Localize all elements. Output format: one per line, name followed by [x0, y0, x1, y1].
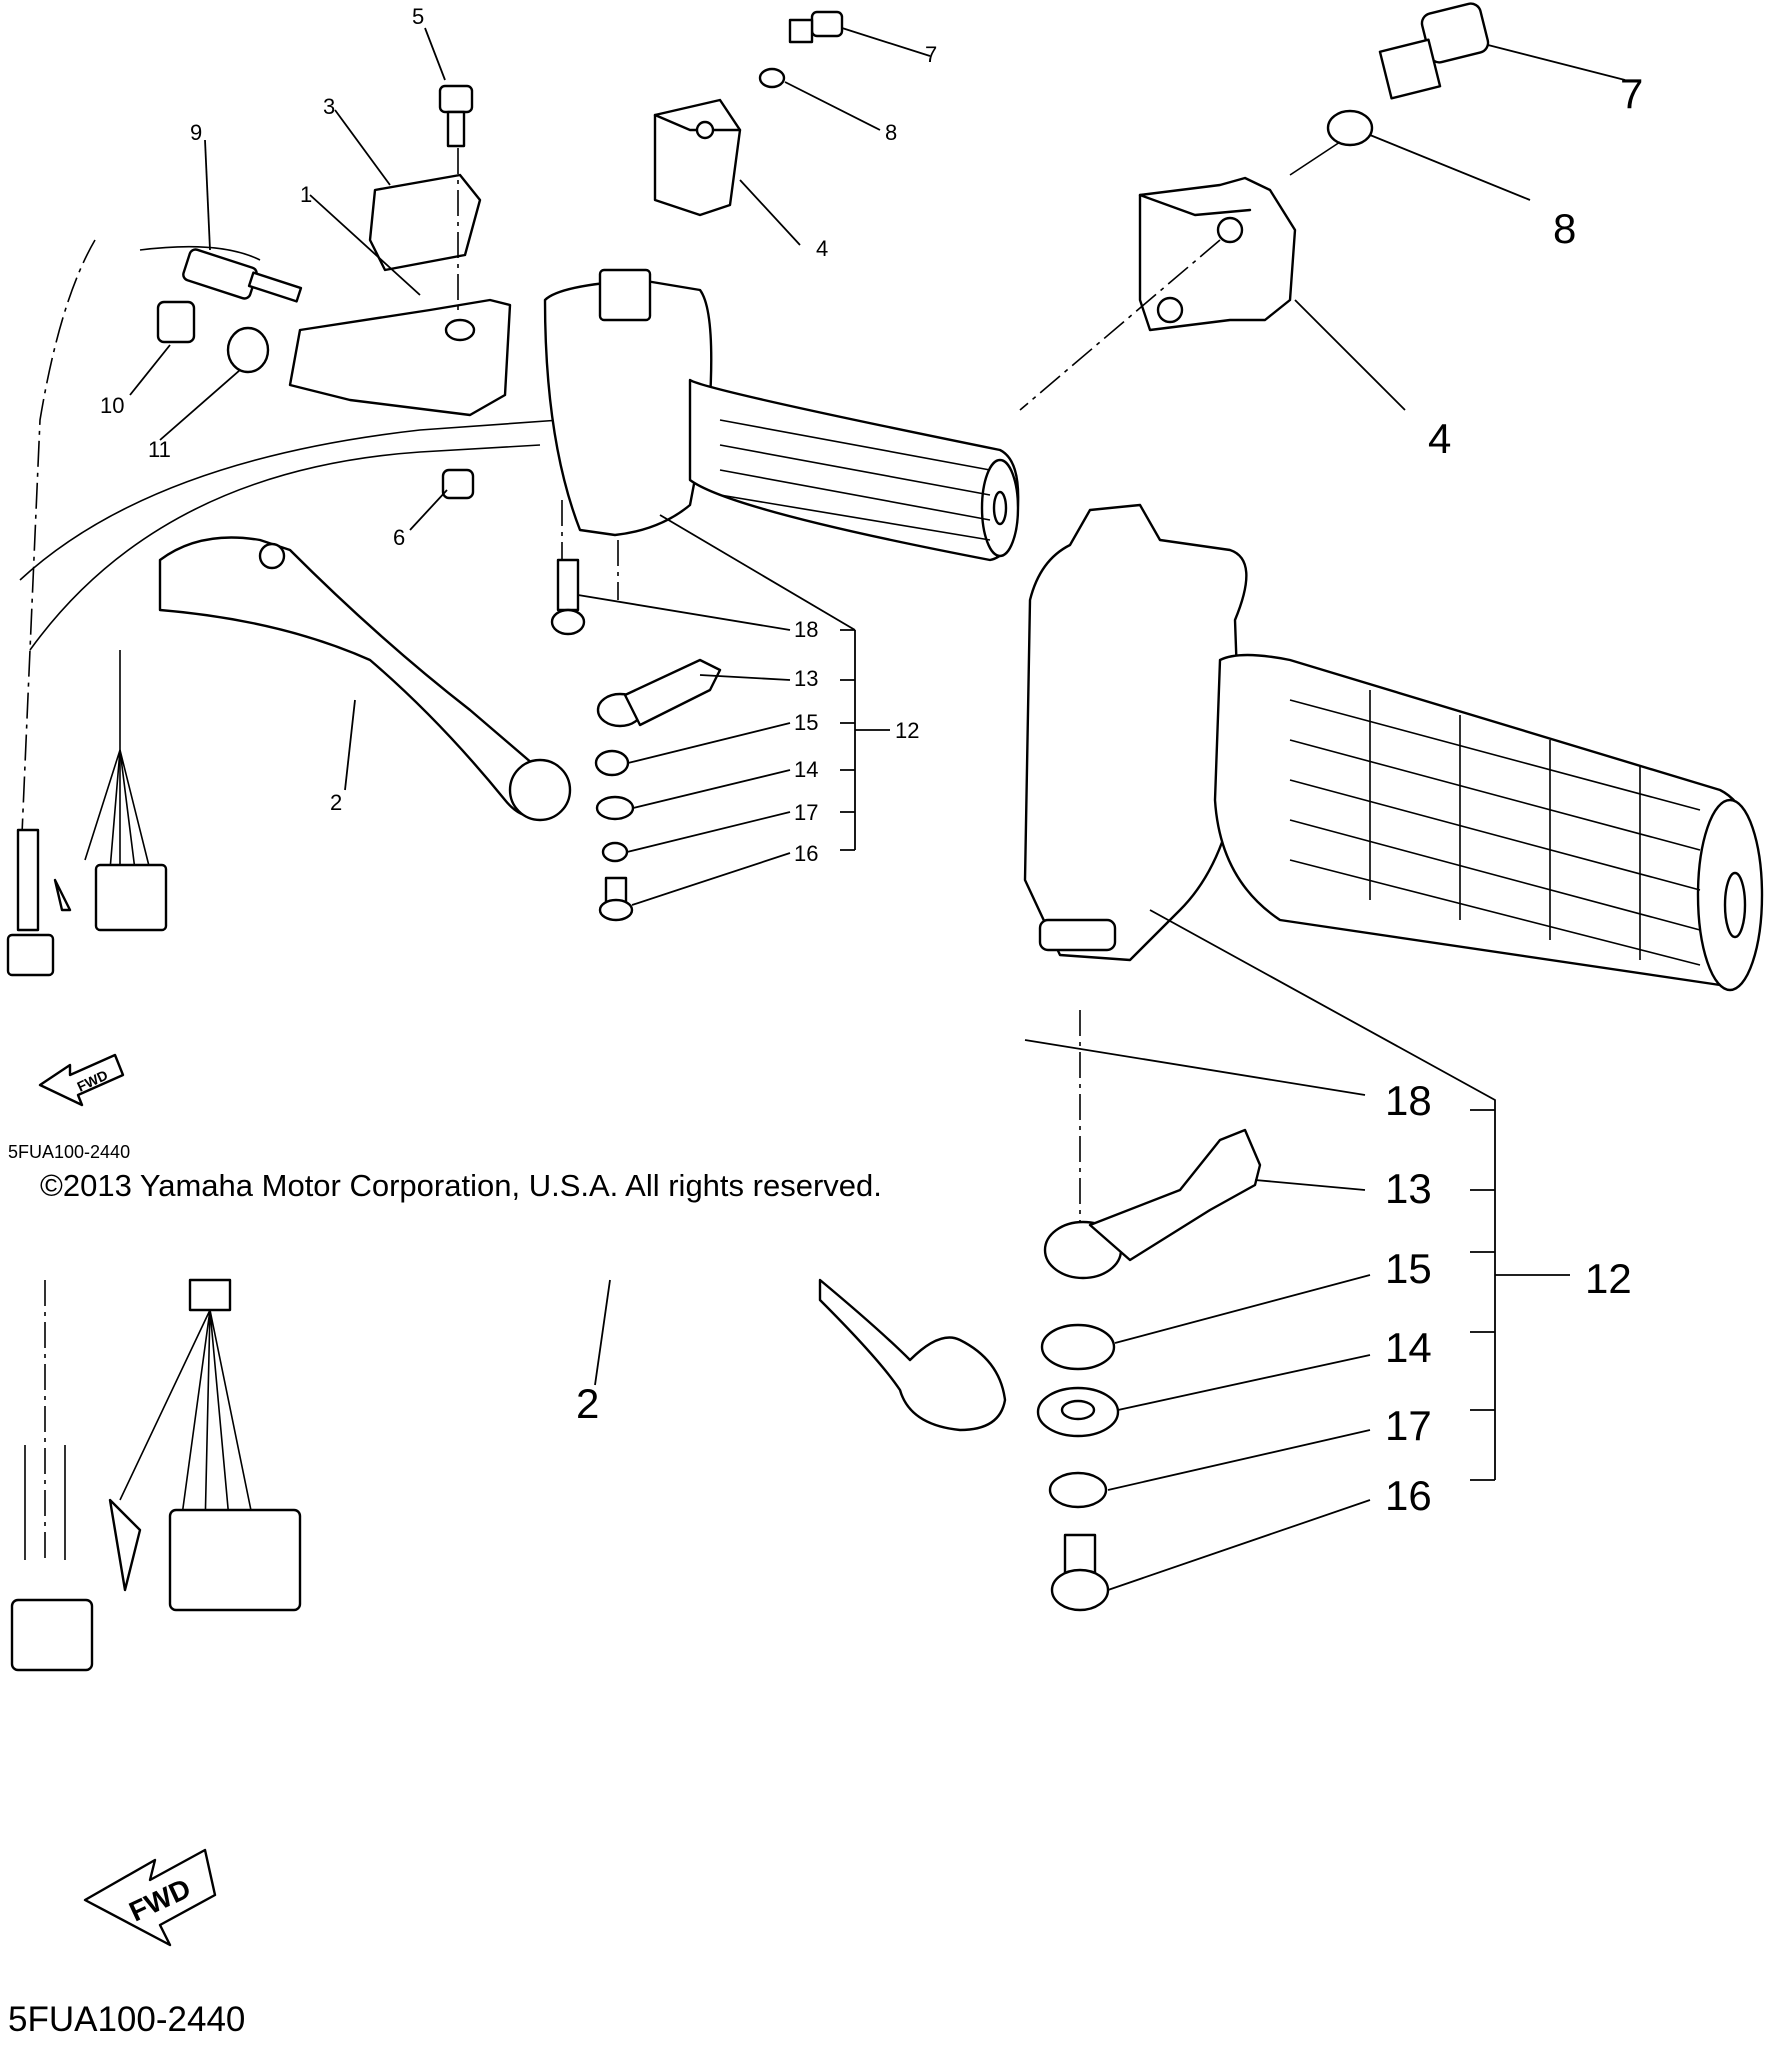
callouts-small: 5 7 9 3 8 1 4 10 11 6 18 13 15 12 14 2 1… [100, 4, 937, 866]
lever-holder [288, 298, 512, 417]
nut-15-small [594, 749, 630, 777]
callout-2: 2 [330, 790, 342, 815]
fwd-arrow-large-icon: FWD [83, 1848, 217, 1947]
washer-large [1326, 109, 1374, 147]
callout-15-large: 15 [1385, 1245, 1432, 1292]
switch-housing-large [1023, 503, 1248, 962]
callout-4: 4 [816, 236, 828, 261]
callout-13: 13 [794, 666, 818, 691]
drawing-code-small: 5FUA100-2440 [8, 1142, 131, 1162]
callout-16: 16 [794, 841, 818, 866]
callout-10: 10 [100, 393, 124, 418]
locknut [156, 300, 196, 344]
throttle-lever-large [1043, 1128, 1262, 1280]
wiring-harness-small [6, 650, 168, 977]
screw-large [1378, 2, 1490, 100]
callout-6: 6 [393, 525, 405, 550]
callout-13-large: 13 [1385, 1165, 1432, 1212]
callout-18: 18 [794, 617, 818, 642]
washer-small [758, 67, 786, 89]
callout-11: 11 [148, 437, 171, 462]
callout-15: 15 [794, 710, 818, 735]
callouts-large: 7 8 4 18 13 15 12 14 2 17 16 [576, 70, 1643, 1519]
screw-16-small [598, 876, 634, 922]
wiring-harness-large [10, 1278, 302, 1672]
callout-17-large: 17 [1385, 1402, 1432, 1449]
starter-switch [368, 173, 482, 272]
screw-small [788, 10, 844, 44]
cable-adjuster [182, 248, 303, 303]
callout-12: 12 [895, 718, 919, 743]
callout-3: 3 [323, 94, 335, 119]
bolt-18-small [550, 558, 586, 636]
callout-14-large: 14 [1385, 1324, 1432, 1371]
adjuster-nut [226, 326, 270, 374]
callout-1: 1 [300, 182, 312, 207]
callout-9: 9 [190, 120, 202, 145]
nut-6 [441, 468, 475, 500]
clutch-lever [158, 536, 554, 818]
copyright-text: ©2013 Yamaha Motor Corporation, U.S.A. A… [40, 1168, 882, 1203]
callout-7: 7 [925, 42, 937, 67]
callout-17: 17 [794, 800, 818, 825]
throttle-lever-small [596, 658, 722, 728]
washer-17-small [601, 841, 629, 863]
grip-large [1213, 653, 1764, 992]
callout-7-large: 7 [1620, 70, 1643, 117]
callout-2-large: 2 [576, 1380, 599, 1427]
washer-17-large [1048, 1471, 1108, 1509]
callout-18-large: 18 [1385, 1077, 1432, 1124]
callout-8: 8 [885, 120, 897, 145]
callout-5: 5 [412, 4, 424, 29]
callout-14: 14 [794, 757, 818, 782]
drawing-code-large: 5FUA100-2440 [8, 2000, 246, 2039]
callout-8-large: 8 [1553, 205, 1576, 252]
callout-16-large: 16 [1385, 1472, 1432, 1519]
screw-16-large [1050, 1533, 1110, 1612]
bracket-small [653, 98, 742, 217]
callout-4-large: 4 [1428, 415, 1451, 462]
overview-assembly [6, 10, 1020, 977]
detail-assembly [10, 2, 1764, 1672]
washer-14-small [595, 795, 635, 821]
switch-grip-small [543, 268, 1020, 562]
bracket-large [1138, 176, 1297, 332]
nut-15-large [1040, 1323, 1116, 1371]
fwd-arrow-icon: FWD [38, 1053, 125, 1107]
lever-end-large [818, 1278, 1007, 1432]
bolt-5 [438, 84, 474, 148]
callout-12-large: 12 [1585, 1255, 1632, 1302]
